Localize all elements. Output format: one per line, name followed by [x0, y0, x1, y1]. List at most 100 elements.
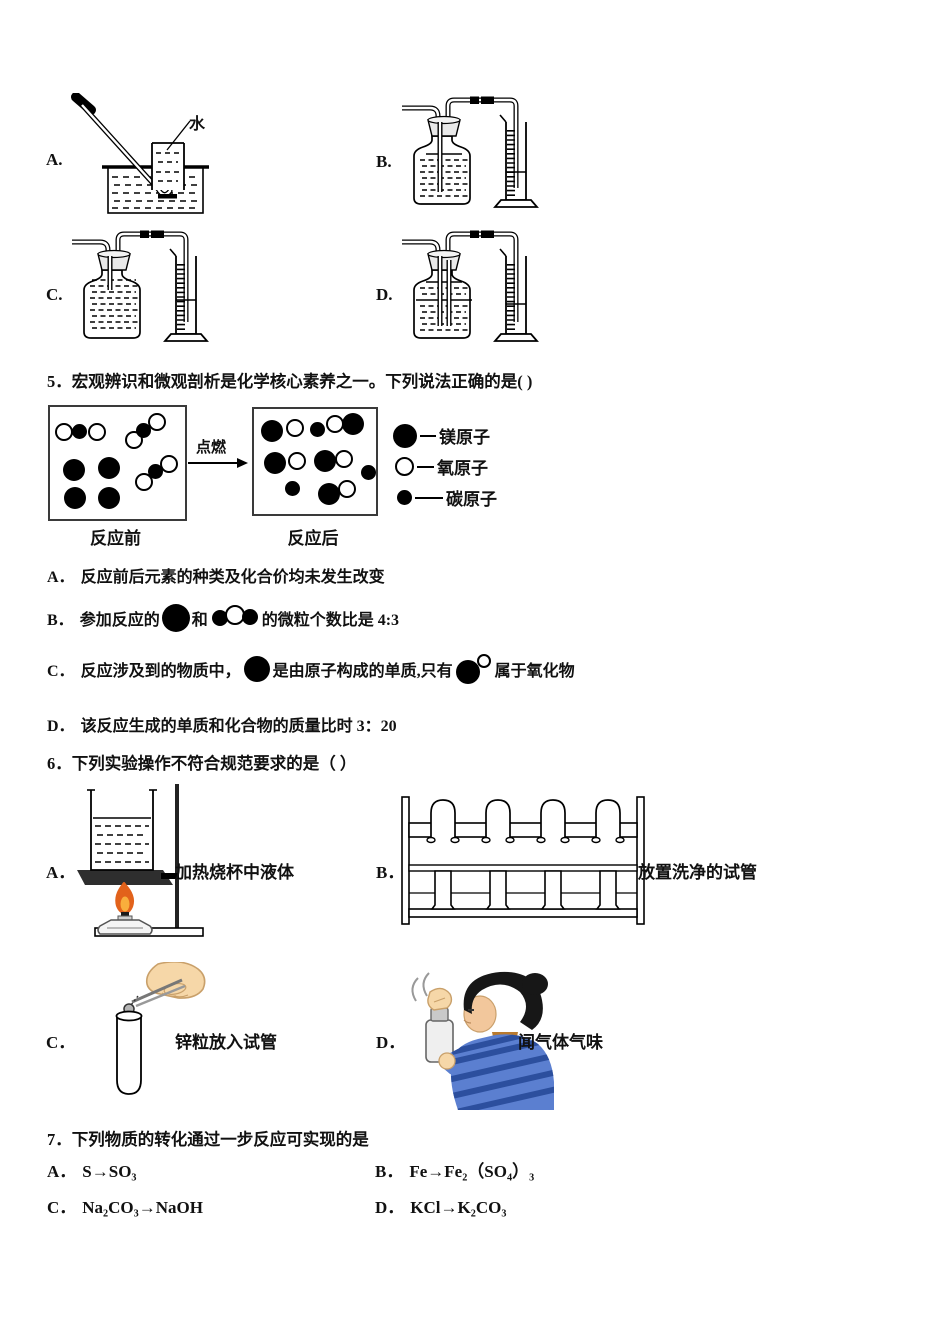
test-tube-rack-figure: [401, 796, 645, 925]
q5-option-c-letter: C．: [47, 663, 75, 680]
q5-option-a-letter: A．: [47, 569, 75, 586]
q4-option-a-letter: A.: [46, 150, 63, 169]
oxygen-atom: [88, 423, 106, 441]
magnesium-atom: [63, 459, 85, 481]
q6-option-a-caption: 加热烧杯中液体: [175, 863, 294, 882]
reaction-before-box: [48, 405, 187, 521]
oxygen-atom: [335, 450, 353, 468]
magnesium-atom: [342, 413, 364, 435]
q4-option-c-letter: C.: [46, 285, 63, 304]
small-black-circle-icon: [397, 490, 412, 505]
magnesium-atom: [98, 487, 120, 509]
heating-beaker-figure: [77, 784, 204, 937]
q5-option-b-post: 的微粒个数比是 4:3: [261, 612, 400, 629]
legend-label-carbon: 碳原子: [446, 490, 497, 509]
holding-hand-icon: [438, 1052, 456, 1070]
q7-option-d: D． KCl→K₂CO₃: [375, 1193, 506, 1218]
oxygen-atom: [288, 452, 306, 470]
q5-option-d-text: 该反应生成的单质和化合物的质量比时 3：20: [80, 718, 397, 735]
carbon-atom: [285, 481, 300, 496]
q6-option-c-letter: C．: [46, 1033, 76, 1052]
q4-option-b-letter: B.: [376, 152, 392, 171]
carbon-dioxide-molecule-icon: [211, 604, 258, 626]
q7-option-d-letter: D．: [375, 1198, 405, 1217]
question-7: 7．下列物质的转化通过一步反应可实现的是: [47, 1126, 369, 1150]
oxygen-atom: [338, 480, 356, 498]
black-atom: [455, 660, 480, 684]
legend-row-magnesium: 镁原子: [393, 420, 497, 451]
q5-option-c-mid: 是由原子构成的单质,只有: [272, 663, 453, 680]
white-atom: [476, 654, 491, 668]
carbon-atom: [148, 464, 163, 479]
q5-option-b-letter: B．: [47, 612, 74, 629]
magnesium-atom: [98, 457, 120, 479]
tweezers-icon: [131, 978, 183, 1004]
q7-option-b-formula: Fe→Fe₂（SO₄）₃: [409, 1162, 535, 1181]
atom-legend: 镁原子 氧原子 碳原子: [393, 420, 497, 513]
q7-option-b-letter: B．: [375, 1162, 404, 1181]
magnesium-atom: [264, 452, 286, 474]
q6-option-c-caption: 锌粒放入试管: [175, 1033, 277, 1052]
q7-option-d-formula: KCl→K₂CO₃: [410, 1198, 507, 1217]
oxygen-atom: [148, 413, 166, 431]
magnesium-oxide-icon: [455, 654, 492, 684]
gas-washing-bottle-cylinder-figure-c: [72, 230, 209, 342]
magnesium-atom-icon: [161, 604, 190, 632]
legend-dash: [417, 465, 434, 468]
legend-row-oxygen: 氧原子: [393, 451, 497, 482]
q5-option-d: D． 该反应生成的单质和化合物的质量比时 3：20: [47, 712, 397, 736]
question-6-number: 6．: [47, 754, 72, 773]
q5-option-d-letter: D．: [47, 718, 75, 735]
q7-option-a-formula: S→SO₃: [82, 1162, 137, 1181]
reaction-arrow: [188, 462, 238, 464]
carbon-atom: [361, 465, 376, 480]
q6-option-a-letter: A．: [46, 863, 76, 882]
carbon-atom: [310, 422, 325, 437]
oxygen-atom: [160, 455, 178, 473]
question-5-number: 5．: [47, 372, 72, 391]
carbon-atom: [72, 424, 87, 439]
legend-dash: [415, 496, 443, 499]
q5-option-a: A． 反应前后元素的种类及化合价均未发生改变: [47, 563, 385, 587]
black-atom: [241, 609, 258, 625]
q5-option-b: B． 参加反应的 和 的微粒个数比是 4:3: [47, 600, 399, 636]
after-label: 反应后: [287, 529, 339, 548]
magnesium-atom: [318, 483, 340, 505]
q5-option-c: C． 反应涉及到的物质中， 是由原子构成的单质,只有 属于氧化物: [47, 652, 575, 686]
legend-label-magnesium: 镁原子: [439, 428, 490, 447]
q7-option-c-formula: Na₂CO₃→NaOH: [82, 1198, 203, 1217]
ignite-label: 点燃: [196, 440, 227, 456]
reaction-arrow-head: [237, 457, 248, 468]
question-6-text: 下列实验操作不符合规范要求的是（ ）: [71, 754, 357, 773]
question-5-text: 宏观辨识和微观剖析是化学核心素养之一。下列说法正确的是( ): [71, 372, 533, 391]
q6-option-b-letter: B．: [376, 863, 405, 882]
legend-label-oxygen: 氧原子: [437, 459, 488, 478]
q6-option-b-caption: 放置洗净的试管: [638, 863, 757, 882]
q4-option-d-letter: D.: [376, 285, 393, 304]
question-7-number: 7．: [47, 1130, 72, 1149]
black-atom: [211, 610, 228, 626]
legend-row-carbon: 碳原子: [393, 482, 497, 513]
reaction-after-box: [252, 407, 378, 516]
oxygen-atom: [55, 423, 73, 441]
magnesium-atom: [314, 450, 336, 472]
q5-option-a-text: 反应前后元素的种类及化合价均未发生改变: [80, 569, 385, 586]
q5-option-c-post: 属于氧化物: [494, 663, 575, 680]
zinc-into-test-tube-figure: [115, 962, 206, 1095]
carbon-atom: [136, 423, 151, 438]
q6-option-d-caption: 闻气体气味: [518, 1033, 603, 1052]
question-7-text: 下列物质的转化通过一步反应可实现的是: [71, 1130, 369, 1149]
oxygen-atom: [135, 473, 153, 491]
water-label: 水: [189, 116, 206, 133]
wafting-hand-icon: [427, 987, 453, 1011]
q7-option-a-letter: A．: [47, 1162, 77, 1181]
question-6: 6．下列实验操作不符合规范要求的是（ ）: [47, 750, 356, 774]
q7-option-c: C． Na₂CO₃→NaOH: [47, 1193, 203, 1218]
white-circle-icon: [395, 457, 414, 476]
magnesium-atom: [261, 420, 283, 442]
q5-option-c-pre: 反应涉及到的物质中，: [80, 663, 241, 680]
q7-option-c-letter: C．: [47, 1198, 77, 1217]
test-tube-icon: [116, 1016, 142, 1095]
waft-lines-icon: [411, 977, 419, 1002]
